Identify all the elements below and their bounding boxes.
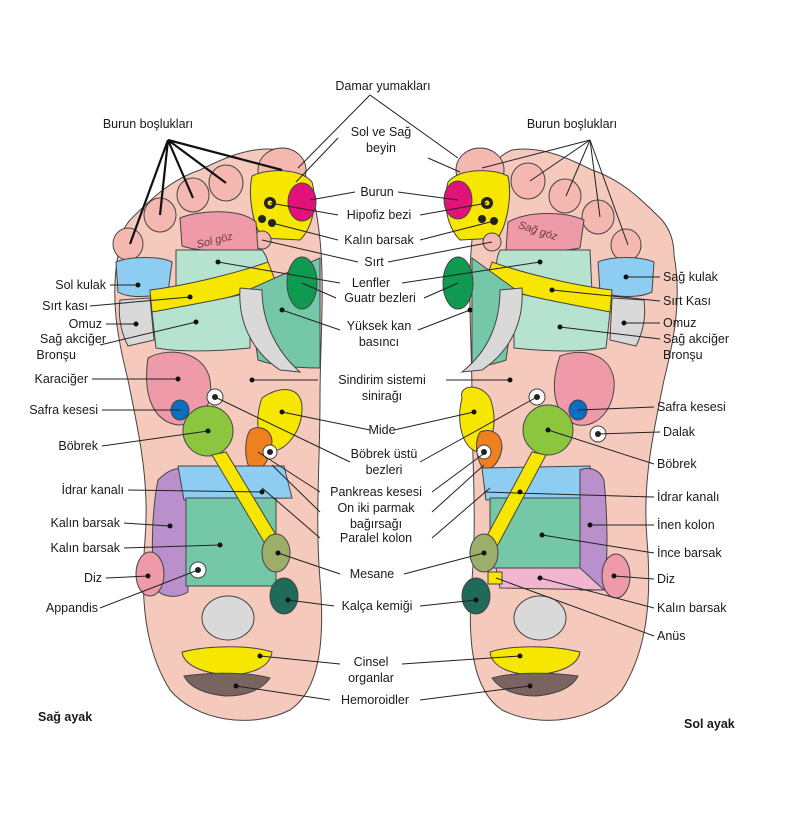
- left-dot-2: [258, 215, 266, 223]
- foot-title-left: Sağ ayak: [38, 710, 92, 724]
- label-left-karaciger: Karaciğer: [35, 372, 89, 386]
- label-right-dalak: Dalak: [663, 425, 696, 439]
- label-onikiparmak-2: bağırsağı: [350, 517, 402, 531]
- left-grey-curve: [239, 287, 302, 373]
- left-magenta-zone: [287, 182, 317, 222]
- right-anus-yellow: [487, 571, 503, 585]
- left-heel-grey: [201, 595, 255, 641]
- label-left-idrar: İdrar kanalı: [61, 483, 124, 497]
- label-yuksek-1: Yüksek kan: [347, 319, 412, 333]
- left-genital-yellow: [181, 646, 273, 676]
- right-toe-5: [610, 228, 642, 262]
- label-lenfler: Lenfler: [352, 276, 390, 290]
- label-burun: Burun: [360, 185, 393, 199]
- foot-title-right: Sol ayak: [684, 717, 735, 731]
- label-bobrek-ustu-1: Böbrek üstü: [351, 447, 418, 461]
- label-right-idrar: İdrar kanalı: [657, 490, 720, 504]
- label-onikiparmak-1: On iki parmak: [337, 501, 415, 515]
- left-eye-zone: [179, 211, 259, 252]
- label-right-akciger-2: Bronşu: [663, 348, 703, 362]
- label-sindirim-2: sinirağı: [362, 389, 402, 403]
- label-right-diz: Diz: [657, 572, 675, 586]
- label-beyin-1: Sol ve Sağ: [351, 125, 412, 139]
- label-pankreas: Pankreas kesesi: [330, 485, 422, 499]
- right-grey-shoulder: [609, 297, 646, 347]
- label-right-bobrek: Böbrek: [657, 457, 697, 471]
- right-hip: [461, 577, 491, 615]
- left-labels: Burun boşlukları Sol kulak Sırt kası Omu…: [29, 117, 193, 615]
- left-toe-3: [176, 177, 210, 213]
- left-foot: Sol göz: [112, 147, 323, 721]
- label-paralel: Paralel kolon: [340, 531, 412, 545]
- label-left-appandis: Appandis: [46, 601, 98, 615]
- right-toe-2: [510, 162, 546, 200]
- label-left-kalin-2: Kalın barsak: [51, 541, 121, 555]
- label-left-sol-kulak: Sol kulak: [55, 278, 106, 292]
- label-cinsel-2: organlar: [348, 671, 394, 685]
- label-yuksek-2: basıncı: [359, 335, 399, 349]
- label-left-burun-bosluk: Burun boşlukları: [103, 117, 193, 131]
- right-labels: Burun boşlukları Sağ kulak Sırt Kası Omu…: [527, 117, 729, 643]
- label-right-burun-bosluk: Burun boşlukları: [527, 117, 617, 131]
- label-kalin-barsak-top: Kalın barsak: [344, 233, 414, 247]
- label-left-bobrek: Böbrek: [58, 439, 98, 453]
- left-knee-pink: [135, 551, 165, 597]
- label-right-akciger-1: Sağ akciğer: [663, 332, 729, 346]
- label-right-anus: Anüs: [657, 629, 686, 643]
- label-right-sirt-kasi: Sırt Kası: [663, 294, 711, 308]
- label-right-omuz: Omuz: [663, 316, 696, 330]
- label-hipofiz: Hipofiz bezi: [347, 208, 412, 222]
- label-sirt: Sırt: [364, 255, 384, 269]
- right-mint-lung: [513, 291, 611, 352]
- label-right-inen: İnen kolon: [657, 518, 715, 532]
- center-labels: Damar yumakları Sol ve Sağ beyin Burun H…: [330, 79, 430, 707]
- left-orange-pancreas: [245, 427, 273, 473]
- right-grey-curve: [460, 287, 523, 373]
- label-guatr: Guatr bezleri: [344, 291, 416, 305]
- label-mesane: Mesane: [350, 567, 395, 581]
- left-toe-5: [112, 227, 144, 261]
- label-damar: Damar yumakları: [335, 79, 430, 93]
- right-hemorrhoid-brown: [491, 672, 579, 697]
- label-right-ince: İnce barsak: [657, 546, 722, 560]
- label-left-omuz: Omuz: [69, 317, 102, 331]
- label-mide: Mide: [368, 423, 395, 437]
- left-hip: [269, 577, 299, 615]
- leader-dots: [133, 259, 629, 689]
- right-heel-grey: [513, 595, 567, 641]
- label-left-safra: Safra kesesi: [29, 403, 98, 417]
- label-bobrek-ustu-2: bezleri: [366, 463, 403, 477]
- label-hemoroid: Hemoroidler: [341, 693, 409, 707]
- label-right-sag-kulak: Sağ kulak: [663, 270, 719, 284]
- label-left-akciger-2: Bronşu: [36, 348, 76, 362]
- label-right-kalin: Kalın barsak: [657, 601, 727, 615]
- label-right-safra: Safra kesesi: [657, 400, 726, 414]
- label-sindirim-1: Sindirim sistemi: [338, 373, 426, 387]
- label-kalca: Kalça kemiği: [342, 599, 413, 613]
- label-cinsel-1: Cinsel: [354, 655, 389, 669]
- label-left-diz: Diz: [84, 571, 102, 585]
- leader-lines: [89, 94, 661, 701]
- label-left-kalin-1: Kalın barsak: [51, 516, 121, 530]
- label-left-akciger-1: Sağ akciğer: [40, 332, 106, 346]
- right-genital-yellow: [489, 646, 581, 676]
- label-beyin-2: beyin: [366, 141, 396, 155]
- label-left-sirt-kasi: Sırt kası: [42, 299, 88, 313]
- right-toe-3: [548, 178, 582, 214]
- right-foot: Sağ göz: [442, 147, 678, 721]
